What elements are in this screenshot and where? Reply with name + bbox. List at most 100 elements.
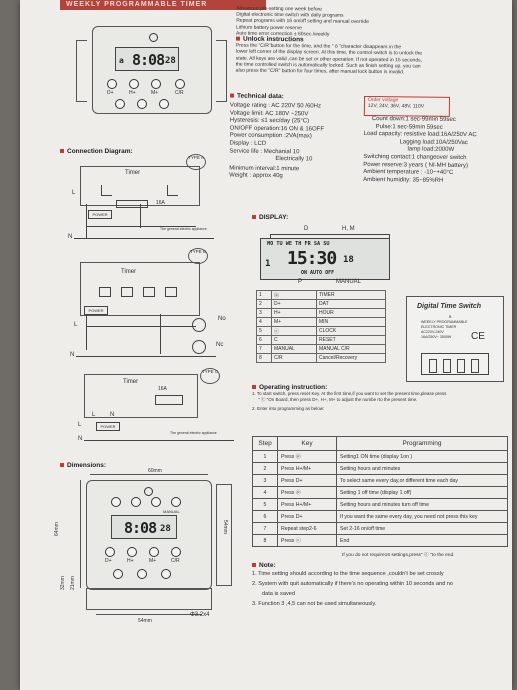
- btn-label-h: H+: [129, 90, 136, 96]
- button-h[interactable]: [129, 79, 139, 89]
- operating-instruction: Operating instruction: 1. To start switc…: [252, 384, 512, 413]
- button-cr[interactable]: [175, 79, 185, 89]
- button-d[interactable]: [107, 79, 117, 89]
- button-row2-b[interactable]: [137, 99, 147, 109]
- button-row2-a[interactable]: [113, 569, 123, 579]
- dts-sub: 16A/250V~ 3500W: [421, 335, 452, 339]
- tech-line: Weight : approx 40g: [229, 172, 283, 180]
- manual-label: MANUAL: [163, 509, 180, 514]
- button-row2-b[interactable]: [137, 569, 147, 579]
- operating-line: 1. To start switch, press reset Key. At …: [252, 391, 447, 396]
- key-symbol: MANUAL: [271, 344, 317, 354]
- button-top-1[interactable]: [111, 497, 121, 507]
- key-symbol: C/R: [271, 353, 317, 363]
- dim-60mm: 60mm: [148, 468, 162, 474]
- dts-sub: WEEKLY PROGRAMMABLE: [421, 320, 468, 324]
- program-step: 8: [252, 534, 278, 547]
- note-line: 3. Function 3 ,4,5 can not be used simul…: [252, 601, 377, 607]
- display-hm-label: H, M: [342, 226, 355, 232]
- button-cr[interactable]: [171, 547, 181, 557]
- button-top-4[interactable]: [171, 497, 181, 507]
- switch-icon: [155, 395, 183, 405]
- operating-line: 2. Enter into programming as below:: [252, 406, 325, 412]
- dts-sub: B: [449, 315, 452, 319]
- program-description: Setting1 ON time (display 1on ): [336, 450, 508, 463]
- key-function: Cancel/Recovery: [316, 353, 386, 363]
- key-number: 6: [256, 335, 272, 345]
- program-header-key: Key: [277, 436, 337, 451]
- program-description: To select same every day,or different ti…: [336, 474, 508, 487]
- order-voltage-box: Order voltage 12V, 24V, 36V, 48V, 110V: [363, 95, 451, 117]
- switch-icon: [167, 185, 178, 196]
- dim-line-bottom: [96, 614, 202, 615]
- display-manual-label: MANUAL: [336, 279, 362, 285]
- button-h[interactable]: [127, 547, 137, 557]
- device-lcd-bottom: 8:08 28: [111, 515, 177, 539]
- program-step: 4: [252, 486, 278, 499]
- ce-mark: CE: [471, 331, 485, 342]
- terminal-icon: [443, 359, 451, 373]
- wire: [86, 326, 196, 327]
- key-function: MANUAL C/R: [316, 344, 386, 354]
- key-symbol: D+: [271, 299, 317, 309]
- program-step: 7: [252, 522, 278, 535]
- lcd-letter-a: a: [119, 56, 124, 65]
- button-d[interactable]: [105, 547, 115, 557]
- program-description: Setting hours and minutes: [336, 462, 508, 475]
- button-row2-a[interactable]: [115, 99, 125, 109]
- button-m[interactable]: [149, 547, 159, 557]
- note-line: 1. Time setting should according to the …: [252, 571, 444, 577]
- key-number: 2: [256, 299, 272, 309]
- wire: [86, 226, 196, 227]
- type-b-badge: TYPE B: [188, 248, 208, 264]
- tech-line: Electrically 10: [275, 156, 313, 163]
- type-c-badge: TYPE C: [200, 368, 220, 384]
- technical-data: Technical data: Voltage rating : AC 220V…: [229, 93, 508, 184]
- button-row2-c[interactable]: [159, 99, 169, 109]
- btn-label-m: M+: [151, 90, 159, 96]
- program-description: If you want the same every day, you need…: [336, 510, 508, 523]
- key-symbol: H+: [271, 308, 317, 318]
- wire: [84, 440, 234, 441]
- key-function: HOUR: [316, 308, 386, 318]
- technical-right-column: Count down:1 sec-99min 59sec Pulse:1 sec…: [363, 116, 512, 186]
- display-seconds: 18: [343, 255, 354, 265]
- dim-64mm: 64mm: [54, 522, 60, 536]
- feature-list: Advanced pre-setting one week before Dig…: [236, 6, 507, 77]
- key-symbol: M+: [271, 317, 317, 327]
- program-description: Setting 1 off time (display 1 off): [336, 486, 508, 499]
- program-key: Press H+/M+: [277, 462, 337, 475]
- program-description: Set 2-16 on/off time: [336, 522, 508, 535]
- instruction-sheet: WEEKLY PROGRAMMABLE TIMER a 8:08 28 D+ H…: [20, 0, 512, 690]
- key-number: 5: [256, 326, 272, 336]
- label-l: L: [92, 412, 96, 418]
- btn-label-d: D+: [107, 90, 114, 96]
- timer-box-b: Timer: [80, 262, 200, 316]
- btn-label-m: M+: [149, 558, 157, 564]
- display-on-auto-off: ON AUTO OFF: [301, 270, 335, 276]
- terminal-icon: [471, 359, 479, 373]
- terminal-icon: [457, 359, 465, 373]
- program-key: Repeat step2-6: [277, 522, 337, 535]
- dts-title: Digital Time Switch: [417, 303, 482, 310]
- wire: [160, 314, 161, 354]
- switch-icon: [101, 185, 112, 196]
- lcd-seconds: 28: [160, 524, 171, 534]
- key-function: DAT: [316, 299, 386, 309]
- label-n: N: [70, 352, 75, 358]
- button-m[interactable]: [151, 79, 161, 89]
- dim-32mm: 32mm: [60, 576, 66, 590]
- button-top-2[interactable]: [131, 497, 141, 507]
- button-row2-c[interactable]: [161, 569, 171, 579]
- base-profile: [86, 588, 212, 610]
- btn-label-h: H+: [127, 558, 134, 564]
- fuse-icon: [116, 200, 148, 208]
- button-top-3[interactable]: [151, 497, 161, 507]
- key-symbol: C: [271, 335, 317, 345]
- dim-phi: Φ3.2x4: [190, 612, 210, 618]
